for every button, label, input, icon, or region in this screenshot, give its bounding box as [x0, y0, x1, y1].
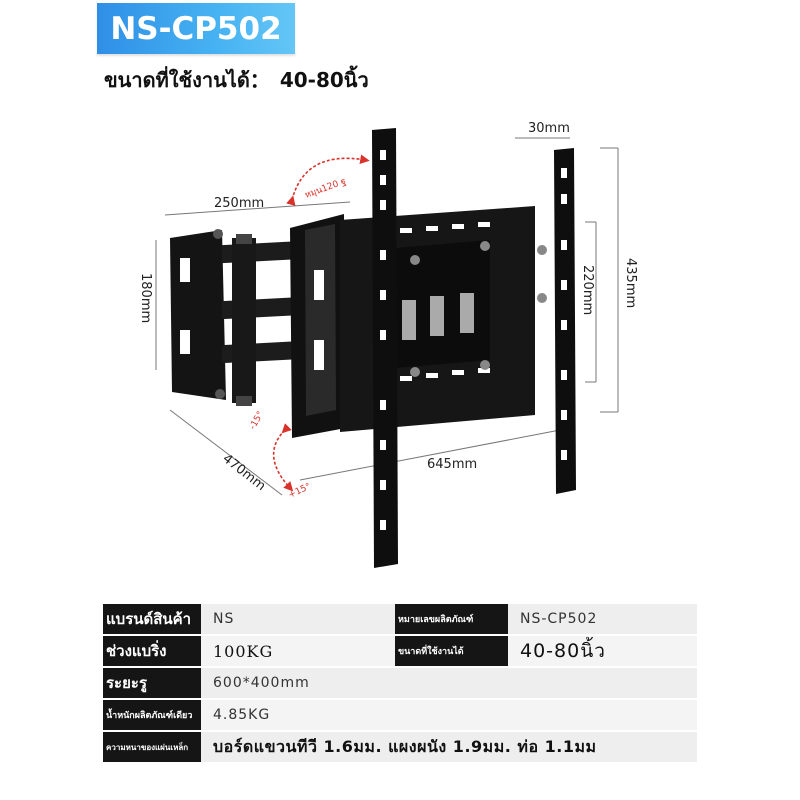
- spec-value-size: 40-80นิ้ว: [520, 640, 606, 662]
- spec-value-load: 100KG: [213, 641, 274, 661]
- usable-size-value: 40-80นิ้ว: [279, 68, 369, 92]
- spec-value-model: NS-CP502: [520, 611, 598, 627]
- spec-label-brand: แบรนด์สินค้า: [103, 604, 201, 634]
- swivel-arrow: [286, 154, 370, 206]
- articulating-arms: [222, 234, 292, 406]
- wall-plate: [170, 229, 226, 400]
- dim-top-depth: 30mm: [528, 121, 570, 136]
- spec-row-hole-spacing: ระยะรู 600*400mm: [103, 668, 697, 698]
- dim-height-inner: 220mm: [580, 265, 595, 315]
- spec-value-thickness: บอร์ดแขวนทีวี 1.6มม. แผงผนัง 1.9มม. ท่อ …: [213, 736, 597, 756]
- spec-table: แบรนด์สินค้า NS หมายเลขผลิตภัณฑ์ NS-CP50…: [103, 604, 697, 764]
- tilt-arrow: [272, 423, 294, 492]
- tilt-up-label: -15°: [248, 410, 266, 432]
- dim-extension: 470mm: [220, 451, 269, 494]
- middle-bracket: [290, 214, 359, 438]
- spec-row-brand: แบรนด์สินค้า NS หมายเลขผลิตภัณฑ์ NS-CP50…: [103, 604, 697, 634]
- swivel-label: หมุน120 ฐ: [304, 177, 348, 201]
- spec-value-brand: NS: [213, 611, 235, 627]
- tilt-down-label: +15°: [287, 482, 313, 501]
- spec-label-hole-spacing: ระยะรู: [103, 668, 201, 698]
- spec-label-load: ช่วงแบริ่ง: [103, 636, 201, 666]
- product-title: NS-CP502: [110, 10, 282, 47]
- spec-label-size: ขนาดที่ใช้งานได้: [395, 636, 508, 666]
- product-title-banner: NS-CP502: [97, 3, 295, 54]
- spec-row-thickness: ความหนาของแผ่นเหล็ก บอร์ดแขวนทีวี 1.6มม.…: [103, 732, 697, 762]
- usable-size-heading: ขนาดที่ใช้งานได้： 40-80นิ้ว: [104, 64, 369, 96]
- dim-height-left: 180mm: [138, 273, 153, 323]
- tv-plate-frame: [340, 206, 535, 432]
- dim-width: 645mm: [427, 457, 477, 472]
- spec-label-model: หมายเลขผลิตภัณฑ์: [395, 604, 508, 634]
- usable-size-label: ขนาดที่ใช้งานได้：: [104, 68, 270, 92]
- spec-label-weight: น้ำหนักผลิตภัณฑ์เดียว: [103, 700, 201, 730]
- spec-row-weight: น้ำหนักผลิตภัณฑ์เดียว 4.85KG: [103, 700, 697, 730]
- dim-arm-length: 250mm: [214, 196, 264, 211]
- dim-height-right: 435mm: [623, 258, 638, 308]
- dimension-lines: [155, 137, 619, 496]
- tv-rail-left: [372, 128, 398, 568]
- spec-value-weight: 4.85KG: [213, 707, 271, 723]
- spec-label-thickness: ความหนาของแผ่นเหล็ก: [103, 732, 201, 762]
- tv-mount-illustration: 30mm 250mm 180mm 220mm 435mm 645mm 470mm…: [138, 121, 638, 568]
- tv-rail-right: [537, 148, 576, 494]
- tv-mount-diagram: 30mm 250mm 180mm 220mm 435mm 645mm 470mm…: [130, 110, 670, 580]
- spec-row-load: ช่วงแบริ่ง 100KG ขนาดที่ใช้งานได้ 40-80น…: [103, 636, 697, 666]
- spec-value-hole-spacing: 600*400mm: [213, 675, 310, 691]
